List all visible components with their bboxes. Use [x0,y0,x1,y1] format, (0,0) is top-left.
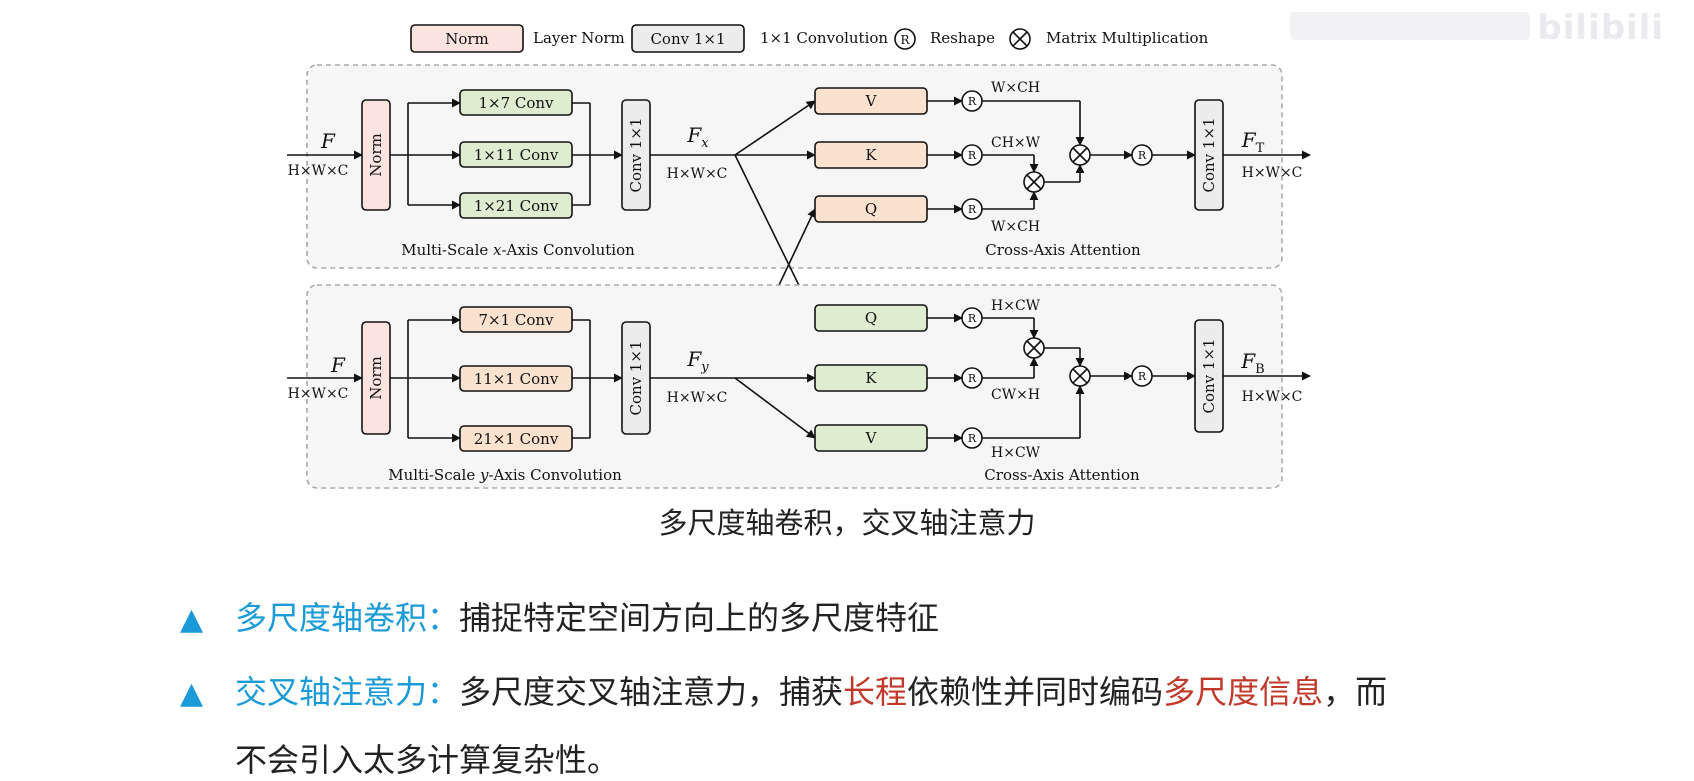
legend-matmul-text: Matrix Multiplication [1046,29,1209,47]
top-k-label: K [865,146,877,164]
blurred-watermark-text [1290,12,1530,40]
top-conv-1x21-label: 1×21 Conv [474,197,559,215]
bottom-dim-k: CW×H [991,387,1040,403]
top-feat-dims: H×W×C [667,166,728,182]
bottom-k-label: K [865,369,877,387]
bottom-dim-q: H×CW [991,298,1041,314]
triangle-icon: ▲ [180,676,204,711]
bullet-text: 捕捉特定空间方向上的多尺度特征 [459,599,940,637]
bottom-norm-label: Norm [367,356,385,400]
highlight-multiscale-info: 多尺度信息 [1163,673,1324,711]
bottom-conv-7x1-label: 7×1 Conv [478,311,554,329]
bullet-cross-axis-attention: ▲ 交叉轴注意力：多尺度交叉轴注意力，捕获长程依赖性并同时编码多尺度信息，而 [180,665,1387,721]
top-out-conv-label: Conv 1×1 [1200,117,1218,192]
bilibili-watermark: bilibili [1537,8,1664,48]
figure-caption: 多尺度轴卷积，交叉轴注意力 [658,506,1036,540]
top-norm-label: Norm [367,133,385,177]
top-dim-q: W×CH [991,219,1040,235]
legend-reshape-icon [894,28,916,50]
legend-reshape-symbol: R [900,33,910,47]
reshape-symbol: R [968,372,977,385]
highlight-long-range: 长程 [843,673,908,711]
bottom-input-dims: H×W×C [288,386,349,402]
bottom-section-left: Multi-Scale y-Axis Convolution [388,466,622,484]
top-out-label: FT [1241,128,1265,156]
bottom-dim-v: H×CW [991,445,1041,461]
bottom-input-label: F [330,353,346,377]
bullet-text: ，而 [1323,673,1388,711]
legend-conv-box [631,24,745,53]
top-dim-k: CH×W [991,135,1041,151]
legend-reshape-text: Reshape [930,29,995,47]
reshape-symbol: R [968,95,977,108]
bullet-multiscale-conv: ▲ 多尺度轴卷积：捕捉特定空间方向上的多尺度特征 [180,591,939,647]
bottom-out-label: FB [1240,349,1264,377]
legend-conv-text: 1×1 Convolution [760,29,888,47]
bullet-title: 交叉轴注意力： [235,673,460,711]
bullet-text: 多尺度交叉轴注意力，捕获 [459,673,844,711]
top-q-label: Q [865,200,877,218]
bottom-feat-dims: H×W×C [667,390,728,406]
reshape-symbol: R [968,312,977,325]
bottom-conv-11x1-label: 11×1 Conv [474,370,559,388]
legend-conv-label: Conv 1×1 [650,30,725,48]
bottom-section-right: Cross-Axis Attention [984,466,1140,484]
top-conv-1x11-label: 1×11 Conv [474,146,559,164]
reshape-symbol: R [968,149,977,162]
top-dim-v: W×CH [991,80,1040,96]
bullet-title: 多尺度轴卷积： [235,599,460,637]
reshape-symbol: R [968,203,977,216]
top-conv-1x7-label: 1×7 Conv [478,94,554,112]
legend-norm-box [410,24,524,53]
bottom-q-label: Q [865,309,877,327]
legend-norm-text: Layer Norm [533,29,625,47]
top-v-label: V [865,92,878,110]
bullet-text: 依赖性并同时编码 [907,673,1164,711]
triangle-icon: ▲ [180,602,204,637]
bottom-region [306,284,1283,489]
top-feat-label: Fx [686,123,709,151]
top-section-left: Multi-Scale x-Axis Convolution [401,241,635,259]
top-region [306,64,1283,269]
bullet-continuation: 不会引入太多计算复杂性。 [235,741,620,779]
reshape-symbol: R [1138,370,1147,383]
reshape-symbol: R [1138,149,1147,162]
bottom-v-label: V [865,429,878,447]
legend-norm-label: Norm [445,30,489,48]
top-conv1x1-label: Conv 1×1 [627,117,645,192]
top-out-dims: H×W×C [1242,165,1303,181]
legend [410,24,1031,53]
top-input-label: F [320,129,336,153]
top-input-dims: H×W×C [288,163,349,179]
bottom-conv-21x1-label: 21×1 Conv [474,430,559,448]
bottom-feat-label: Fy [686,347,709,375]
reshape-symbol: R [968,432,977,445]
top-section-right: Cross-Axis Attention [985,241,1141,259]
bottom-out-dims: H×W×C [1242,389,1303,405]
bottom-out-conv-label: Conv 1×1 [1200,338,1218,413]
bottom-conv1x1-label: Conv 1×1 [627,340,645,415]
architecture-diagram: Norm Layer Norm Conv 1×1 1×1 Convolution… [287,24,1311,489]
